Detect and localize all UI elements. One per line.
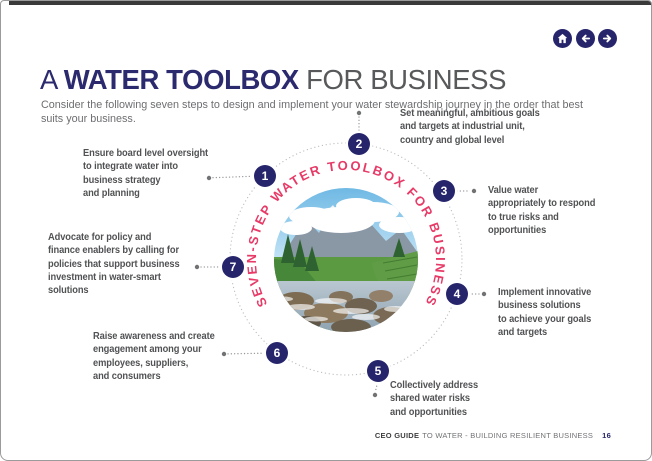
leader-dots bbox=[194, 110, 487, 398]
step-line: employees, suppliers, bbox=[93, 357, 189, 369]
step-1-description: Ensure board level oversight to integrat… bbox=[83, 147, 208, 200]
page-title: A WATER TOOLBOX FOR BUSINESS bbox=[40, 65, 506, 95]
footer-title: TO WATER - BUILDING RESILIENT BUSINESS bbox=[422, 431, 594, 440]
subtitle-line: suits your business. bbox=[41, 112, 136, 125]
step-1-badge: 1 bbox=[254, 165, 276, 187]
step-4-description: Implement innovative business solutions … bbox=[498, 286, 591, 339]
step-line: Value water bbox=[488, 185, 539, 196]
title-suffix: FOR BUSINESS bbox=[306, 64, 507, 96]
nav-buttons bbox=[553, 29, 617, 48]
back-icon bbox=[581, 34, 590, 43]
step-line: country and global level bbox=[400, 134, 505, 146]
step-5-description: Collectively address shared water risks … bbox=[390, 379, 478, 419]
step-line: and consumers bbox=[93, 370, 161, 382]
step-5-badge: 5 bbox=[367, 360, 389, 382]
step-line: finance enablers by calling for bbox=[48, 245, 179, 257]
step-7-description: Advocate for policy and finance enablers… bbox=[48, 231, 180, 297]
step-line: and opportunities bbox=[390, 406, 467, 418]
connector-lines bbox=[200, 116, 481, 392]
step-3-description: Value water appropriately to respond to … bbox=[488, 184, 595, 237]
back-button[interactable] bbox=[575, 29, 595, 48]
mountain-stream-photo bbox=[274, 188, 418, 332]
step-line: Raise awareness and create bbox=[93, 331, 215, 342]
title-prefix: A bbox=[40, 64, 57, 96]
title-emphasis: WATER TOOLBOX bbox=[63, 64, 300, 96]
step-2-description: Set meaningful, ambitious goals and targ… bbox=[400, 107, 540, 147]
step-line: and targets at industrial unit, bbox=[400, 121, 525, 133]
step-line: Set meaningful, ambitious goals bbox=[400, 108, 540, 119]
step-line: policies that support business bbox=[48, 258, 180, 270]
subtitle-line: Consider the following seven steps to de… bbox=[41, 98, 583, 111]
footer: CEO GUIDE TO WATER - BUILDING RESILIENT … bbox=[375, 431, 611, 440]
step-4-badge: 4 bbox=[446, 283, 468, 305]
step-line: opportunities bbox=[488, 224, 547, 236]
step-line: solutions bbox=[48, 285, 89, 297]
step-line: business solutions bbox=[498, 300, 581, 312]
page-subtitle: Consider the following seven steps to de… bbox=[41, 98, 583, 126]
step-line: appropriately to respond bbox=[488, 198, 596, 210]
step-line: Advocate for policy and bbox=[48, 232, 152, 243]
step-line: engagement among your bbox=[93, 344, 202, 356]
step-line: and targets bbox=[498, 326, 548, 338]
step-line: to integrate water into bbox=[83, 161, 179, 173]
step-7-badge: 7 bbox=[222, 256, 244, 278]
step-line: to true risks and bbox=[488, 211, 559, 223]
home-icon bbox=[557, 33, 568, 44]
step-6-badge: 6 bbox=[266, 342, 288, 364]
home-button[interactable] bbox=[553, 29, 572, 48]
forward-icon bbox=[602, 34, 612, 43]
step-line: to achieve your goals bbox=[498, 313, 592, 325]
footer-page-number: 16 bbox=[602, 431, 611, 440]
step-line: Collectively address bbox=[390, 380, 479, 391]
step-6-description: Raise awareness and create engagement am… bbox=[93, 330, 215, 383]
footer-brand: CEO GUIDE bbox=[374, 431, 420, 440]
step-line: shared water risks bbox=[390, 393, 471, 405]
step-line: business strategy bbox=[83, 174, 161, 186]
step-3-badge: 3 bbox=[433, 180, 455, 202]
step-line: investment in water-smart bbox=[48, 271, 161, 283]
step-line: Ensure board level oversight bbox=[83, 148, 209, 159]
step-line: Implement innovative bbox=[498, 287, 592, 298]
step-2-badge: 2 bbox=[348, 133, 370, 155]
forward-button[interactable] bbox=[598, 29, 617, 48]
step-line: and planning bbox=[83, 187, 140, 199]
dashed-ring bbox=[229, 142, 463, 376]
